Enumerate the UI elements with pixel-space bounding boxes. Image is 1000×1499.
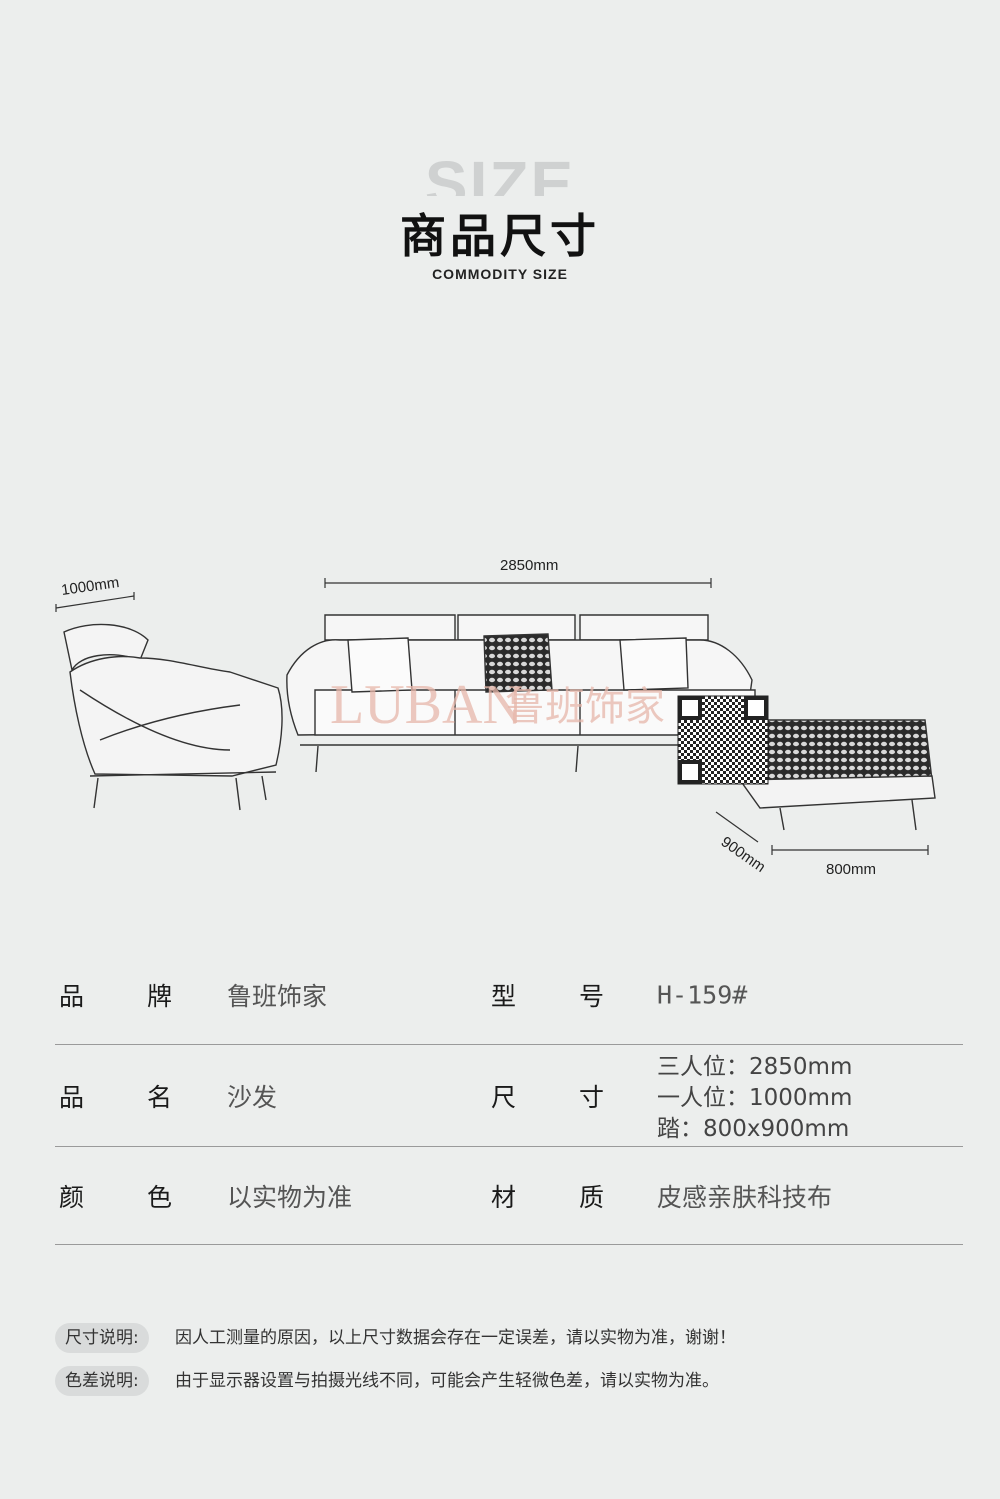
dim-label-ottoman-width: 800mm: [826, 861, 876, 878]
note-text-color: 由于显示器设置与拍摄光线不同，可能会产生轻微色差，请以实物为准。: [175, 1371, 719, 1391]
page-subtitle: COMMODITY SIZE: [432, 266, 568, 282]
label-name-char2: 名: [147, 1082, 173, 1112]
page-title: 商品尺寸: [400, 209, 600, 263]
note-tag-size: 尺寸说明:: [55, 1323, 149, 1353]
dim-line-single: [55, 595, 135, 609]
label-model-char1: 型: [491, 981, 517, 1011]
spec-row: 品 名 沙发 尺 寸 三人位：2850mm 一人位：1000mm 踏：800x9…: [55, 1045, 963, 1147]
notes-section: 尺寸说明: 因人工测量的原因，以上尺寸数据会存在一定误差，请以实物为准，谢谢！ …: [55, 1323, 963, 1409]
model-value: H-159#: [657, 980, 748, 1009]
label-color-char2: 色: [147, 1182, 173, 1212]
size-single-seat: 一人位：1000mm: [657, 1085, 853, 1111]
section-header: SIZE 商品尺寸 COMMODITY SIZE: [0, 150, 1000, 290]
label-brand-char2: 牌: [147, 981, 173, 1011]
note-size: 尺寸说明: 因人工测量的原因，以上尺寸数据会存在一定误差，请以实物为准，谢谢！: [55, 1323, 963, 1355]
label-material-char1: 材: [491, 1182, 517, 1212]
note-color: 色差说明: 由于显示器设置与拍摄光线不同，可能会产生轻微色差，请以实物为准。: [55, 1366, 963, 1398]
armchair-drawing: [63, 623, 283, 811]
note-text-size: 因人工测量的原因，以上尺寸数据会存在一定误差，请以实物为准，谢谢！: [175, 1328, 736, 1348]
material-value: 皮感亲肤科技布: [657, 1182, 833, 1212]
label-color-char1: 颜: [59, 1182, 85, 1212]
dim-line-ottoman-depth: [715, 811, 759, 843]
label-material-char2: 质: [579, 1182, 605, 1212]
spec-row: 颜 色 以实物为准 材 质 皮感亲肤科技布: [55, 1147, 963, 1245]
label-size-char1: 尺: [491, 1082, 517, 1112]
size-ottoman: 踏：800x900mm: [657, 1116, 850, 1142]
label-size-char2: 寸: [579, 1082, 605, 1112]
color-value: 以实物为准: [227, 1182, 353, 1212]
watermark-latin: LUBAN: [330, 674, 523, 736]
dim-label-single: 1000mm: [60, 574, 120, 599]
label-name-char1: 品: [59, 1082, 85, 1112]
name-value: 沙发: [227, 1082, 278, 1112]
size-three-seat: 三人位：2850mm: [657, 1054, 853, 1080]
size-values: 三人位：2850mm 一人位：1000mm 踏：800x900mm: [657, 1052, 852, 1145]
sofa-dimension-drawing: 1000mm 2850mm 900mm 800mm LUBAN 鲁班饰家: [55, 557, 936, 878]
spec-table: 品 牌 鲁班饰家 型 号 H-159# 品 名 沙发 尺 寸 三人位：2850m…: [55, 945, 963, 1245]
dim-label-ottoman-depth: 900mm: [718, 833, 769, 876]
size-background-word: SIZE: [424, 152, 576, 196]
label-model-char2: 号: [579, 981, 605, 1011]
label-brand-char1: 品: [59, 981, 85, 1011]
spec-row: 品 牌 鲁班饰家 型 号 H-159#: [55, 945, 963, 1045]
note-tag-color: 色差说明:: [55, 1366, 149, 1396]
qr-code-icon: [677, 695, 769, 785]
dim-label-three-seat: 2850mm: [500, 557, 558, 574]
ottoman-drawing: [738, 719, 936, 831]
watermark-cn: 鲁班饰家: [505, 684, 665, 730]
brand-value: 鲁班饰家: [227, 981, 328, 1011]
